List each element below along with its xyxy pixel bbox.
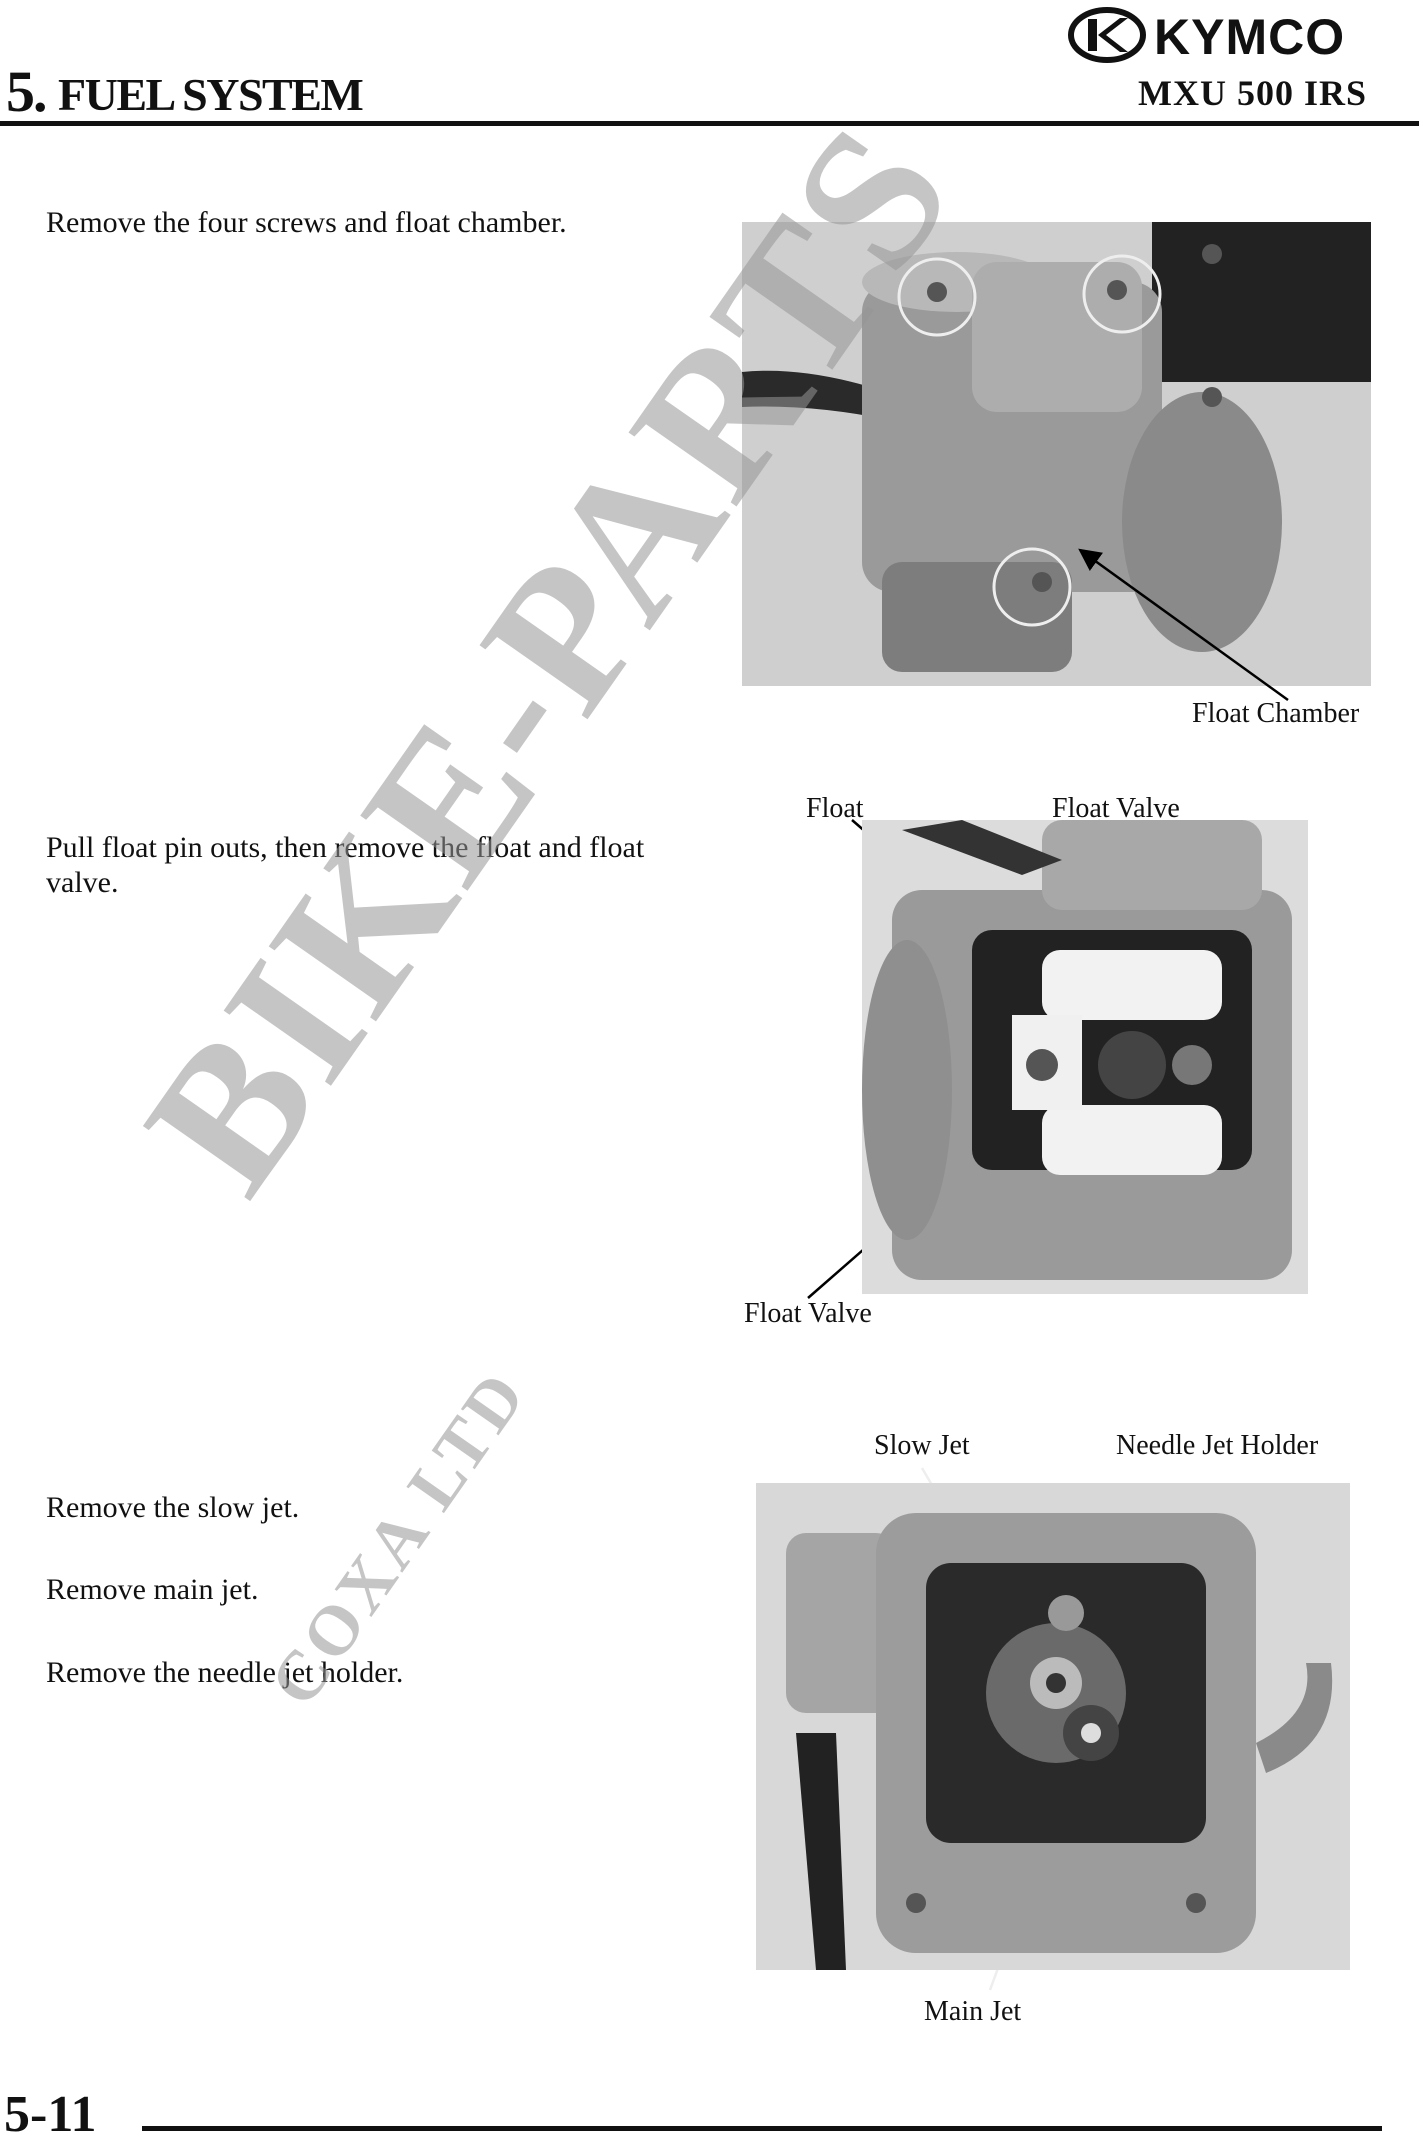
header-rule	[0, 121, 1419, 126]
chapter-title: FUEL SYSTEM	[58, 69, 364, 120]
photo-float	[862, 820, 1308, 1294]
page-number: 5-11	[4, 2086, 97, 2143]
label-needle-jet-holder: Needle Jet Holder	[1116, 1430, 1319, 1461]
brand-name: KYMCO	[1154, 9, 1346, 65]
step-remove-float: Pull float pin outs, then remove the flo…	[46, 831, 645, 899]
label-slow-jet: Slow Jet	[874, 1430, 970, 1461]
label-main-jet: Main Jet	[924, 1996, 1022, 2027]
step-remove-float-chamber: Remove the four screws and float chamber…	[46, 206, 567, 239]
photo-jets	[756, 1483, 1350, 1970]
brand-logo-icon	[1068, 7, 1146, 63]
label-float-valve-top: Float Valve	[1052, 793, 1180, 824]
photo-float-chamber	[742, 222, 1371, 686]
step-remove-main-jet: Remove main jet.	[46, 1573, 259, 1606]
label-float: Float	[806, 793, 864, 824]
label-float-chamber: Float Chamber	[1192, 698, 1360, 729]
callout-float-chamber	[1078, 548, 1289, 702]
step-remove-needle-jet-holder: Remove the needle jet holder.	[46, 1656, 404, 1689]
model-name: MXU 500 IRS	[1138, 73, 1368, 113]
footer-rule	[142, 2126, 1382, 2131]
label-float-valve-bottom: Float Valve	[744, 1298, 872, 1329]
chapter-number: 5.	[6, 59, 47, 124]
step-remove-slow-jet: Remove the slow jet.	[46, 1491, 300, 1524]
brand-logo: KYMCO	[1068, 6, 1414, 65]
